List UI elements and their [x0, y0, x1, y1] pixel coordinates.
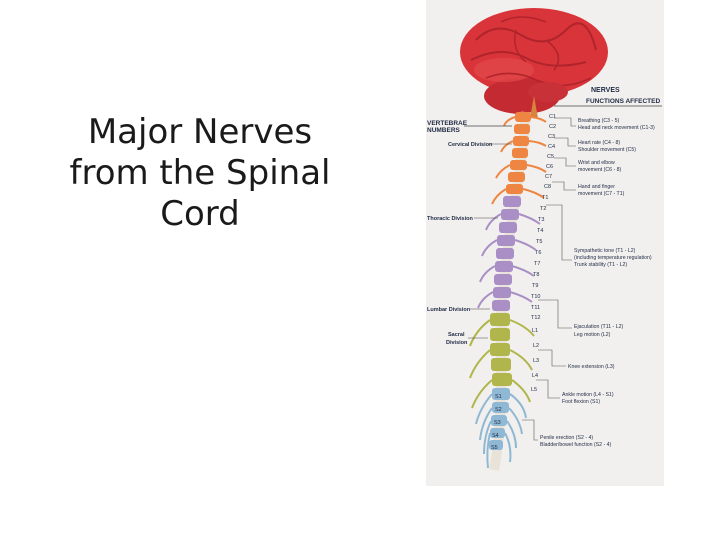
function-note: Trunk stability (T1 - L2)	[574, 262, 627, 268]
function-note: Sympathetic tone (T1 - L2)	[574, 248, 636, 254]
vertebra-label-c8: C8	[544, 184, 551, 190]
sacral-label: Sacral	[448, 332, 465, 338]
vertebra-label-s2: S2	[495, 407, 502, 413]
title-line-3: Cord	[40, 194, 360, 235]
vertebra-label-l1: L1	[532, 328, 538, 334]
function-note: Ankle motion (L4 - S1)	[562, 392, 614, 398]
vertebra-label-s3: S3	[494, 420, 501, 426]
vertebra-label-t12: T12	[531, 315, 540, 321]
vertebra-label-t2: T2	[540, 206, 546, 212]
function-note: Hand and finger	[578, 184, 615, 190]
spinal-cord-illustration: C1 C2 C3 C4 C5 C6 C7 C8 T1 T2 T3 T4 T5 T…	[426, 0, 664, 486]
vertebra-label-t8: T8	[533, 272, 539, 278]
function-note: Bladder/bowel function (S2 - 4)	[540, 442, 611, 448]
function-note: Leg motion (L2)	[574, 332, 611, 338]
cervical-division-label: Cervical Division	[448, 142, 493, 148]
vertebra-label-t10: T10	[531, 294, 540, 300]
vertebra-label-s5: S5	[491, 445, 498, 451]
functions-affected-header: FUNCTIONS AFFECTED	[586, 98, 660, 105]
nerves-header: NERVES	[591, 87, 620, 94]
function-note: movement (C6 - 8)	[578, 167, 622, 173]
vertebra-label-l4: L4	[532, 373, 538, 379]
function-note: Ejaculation (T11 - L2)	[574, 324, 623, 330]
vertebra-label-s4: S4	[492, 433, 499, 439]
function-note: Head and neck movement (C1-3)	[578, 125, 655, 131]
vertebra-label-c6: C6	[546, 164, 553, 170]
vertebra-label-c5: C5	[547, 154, 554, 160]
function-note: Wrist and elbow	[578, 160, 615, 166]
vertebra-label-c1: C1	[549, 114, 556, 120]
vertebra-label-l5: L5	[531, 387, 537, 393]
vertebra-label-t11: T11	[531, 305, 540, 311]
sacral-division-label: Division	[446, 340, 468, 346]
slide-title: Major Nerves from the Spinal Cord	[40, 112, 360, 235]
function-note: movement (C7 - T1)	[578, 191, 625, 197]
vertebra-label-c2: C2	[549, 124, 556, 130]
vertebra-label-t7: T7	[534, 261, 540, 267]
function-note: Heart rate (C4 - 8)	[578, 140, 620, 146]
function-note: Penile erection (S2 - 4)	[540, 435, 593, 441]
vertebra-label-t1: T1	[542, 195, 548, 201]
lumbar-segments	[490, 313, 512, 386]
vertebra-label-t4: T4	[537, 228, 543, 234]
function-note: Shoulder movement (C5)	[578, 147, 636, 153]
vertebra-label-c7: C7	[545, 174, 552, 180]
function-note: Breathing (C3 - 5)	[578, 118, 620, 124]
vertebra-label-t9: T9	[532, 283, 538, 289]
thoracic-division-label: Thoracic Division	[427, 216, 473, 222]
title-line-2: from the Spinal	[40, 153, 360, 194]
vertebra-label-l3: L3	[533, 358, 539, 364]
vertebra-label-t6: T6	[535, 250, 541, 256]
function-note: Knee extension (L3)	[568, 364, 615, 370]
vertebra-label-c3: C3	[548, 134, 555, 140]
vertebrae-label: VERTEBRAE	[427, 120, 468, 127]
vertebra-label-c4: C4	[548, 144, 555, 150]
vertebra-label-t5: T5	[536, 239, 542, 245]
lumbar-division-label: Lumbar Division	[427, 307, 471, 313]
title-line-1: Major Nerves	[40, 112, 360, 153]
numbers-label: NUMBERS	[427, 127, 461, 134]
vertebra-label-l2: L2	[533, 343, 539, 349]
function-note: (including temperature regulation)	[574, 255, 652, 261]
vertebra-label-t3: T3	[538, 217, 544, 223]
spinal-nerve-diagram: C1 C2 C3 C4 C5 C6 C7 C8 T1 T2 T3 T4 T5 T…	[426, 0, 664, 486]
vertebra-label-s1: S1	[495, 394, 502, 400]
function-note: Foot flexion (S1)	[562, 399, 600, 405]
